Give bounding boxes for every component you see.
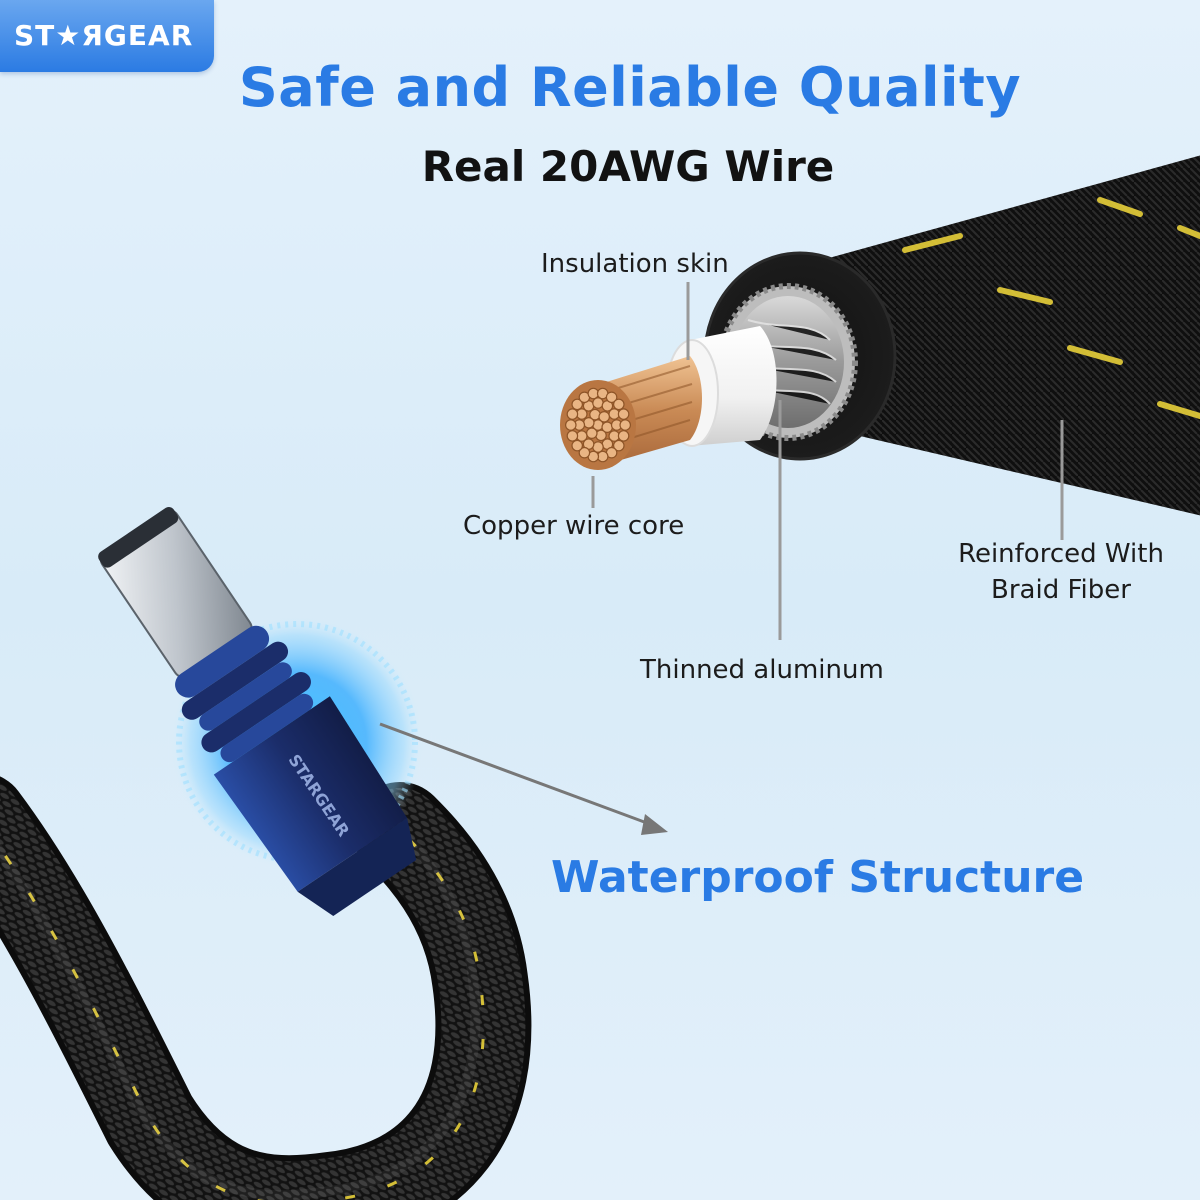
copper-strand (617, 430, 630, 442)
copper-strand-ends (564, 387, 631, 463)
copper-strand (605, 391, 618, 404)
brand-logo-text: ST★ЯGEAR (14, 19, 194, 52)
subheadline: Real 20AWG Wire (421, 142, 835, 191)
label-thinned-aluminum: Thinned aluminum (640, 655, 884, 685)
copper-strand (578, 446, 591, 459)
waterproof-pointer (379, 722, 668, 835)
copper-strand (566, 408, 579, 420)
copper-strand (566, 430, 579, 442)
copper-strand (571, 439, 583, 452)
copper-strand (617, 408, 630, 420)
copper-strand (619, 419, 631, 431)
label-braid-line1: Reinforced With (958, 539, 1164, 569)
copper-strand (598, 410, 610, 423)
copper-strand (592, 397, 604, 409)
label-insulation-skin: Insulation skin (541, 249, 729, 279)
copper-strand (571, 398, 583, 411)
dc-connector: STARGEAR (98, 507, 417, 916)
label-braid-fiber: Reinforced With Braid Fiber (940, 536, 1182, 608)
braided-cable-loop (0, 776, 532, 1200)
label-copper-wire-core: Copper wire core (463, 511, 685, 541)
copper-strand (612, 398, 625, 411)
waterproof-callout: Waterproof Structure (551, 852, 1085, 903)
brand-logo: ST★ЯGEAR (0, 0, 214, 72)
headline: Safe and Reliable Quality (238, 56, 1022, 119)
copper-strand (564, 419, 577, 431)
cable-cross-section (560, 155, 1200, 516)
copper-strand (592, 441, 604, 453)
label-braid-line2: Braid Fiber (991, 575, 1131, 605)
leader-lines (591, 282, 1064, 640)
copper-strand (585, 427, 598, 439)
copper-strand (612, 439, 625, 452)
